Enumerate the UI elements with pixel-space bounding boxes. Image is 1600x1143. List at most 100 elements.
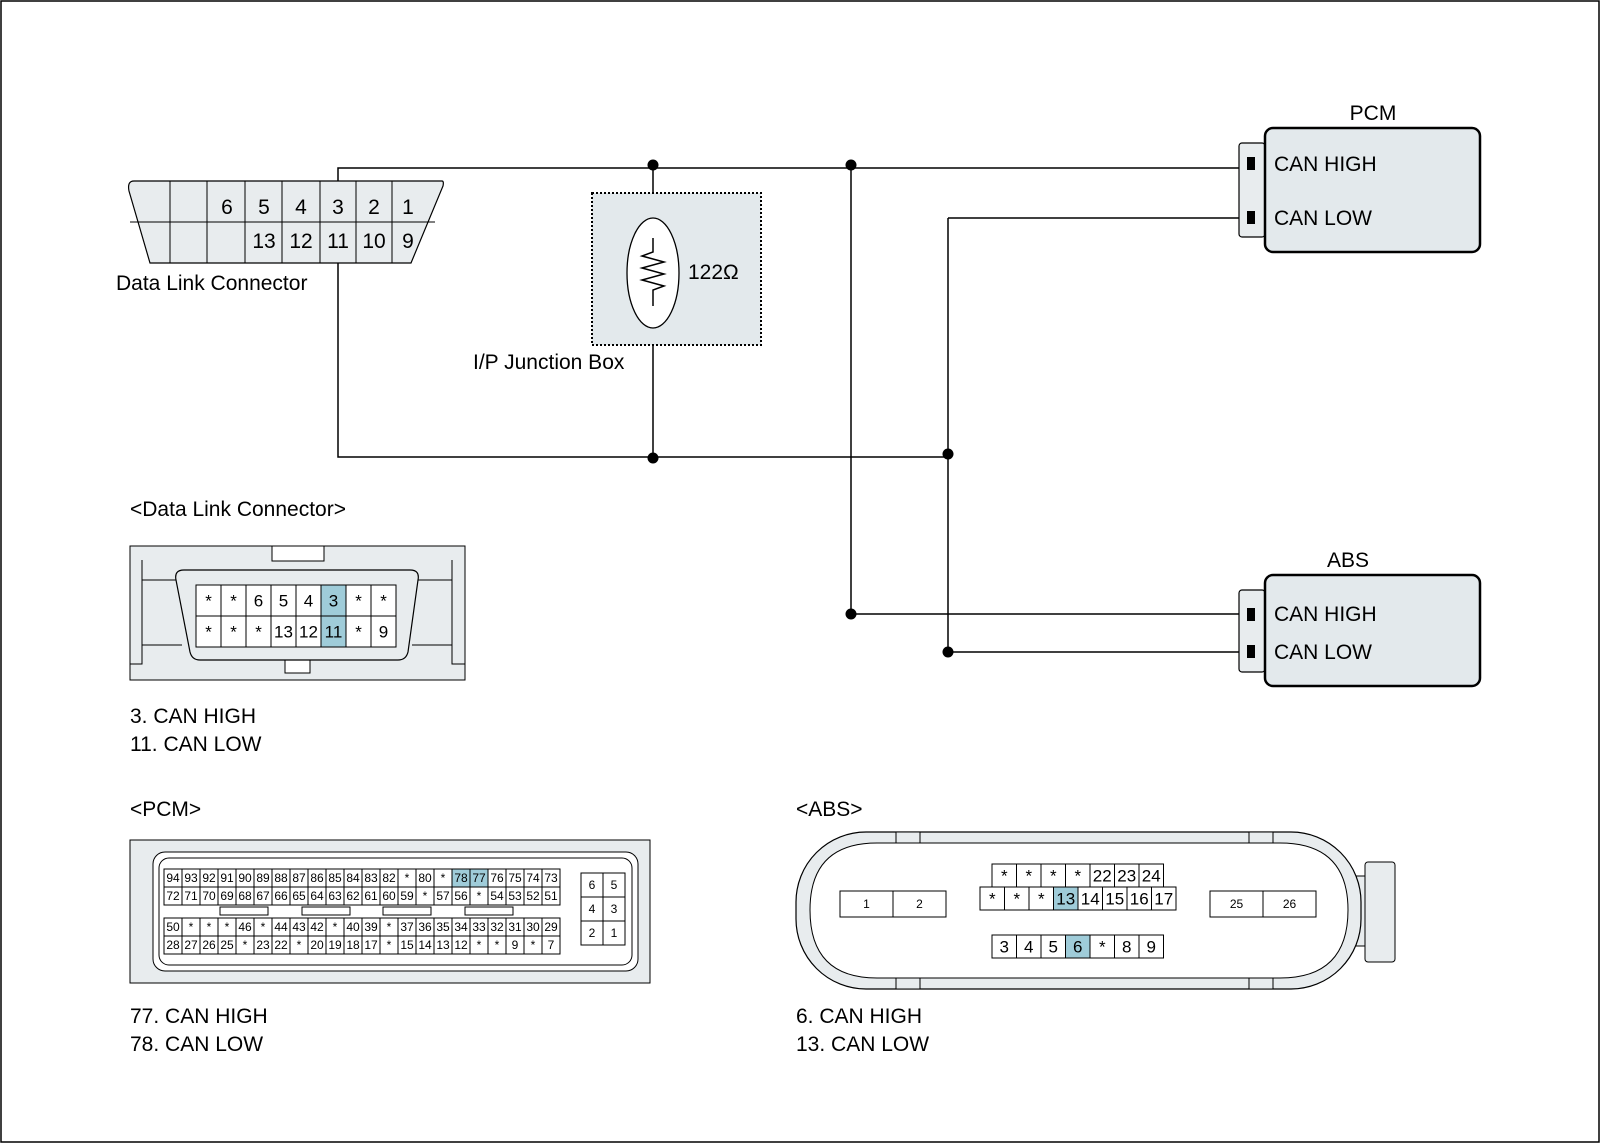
pcm-side-pin-label: 6 bbox=[589, 878, 596, 892]
pcm-view-pin-label: 12 bbox=[454, 938, 468, 952]
pcm-view-pin-label: 26 bbox=[202, 938, 216, 952]
dlc-view-pin-label: * bbox=[205, 623, 212, 642]
pcm-view-pin-label: * bbox=[261, 920, 266, 934]
pcm-view-pin-label: 67 bbox=[256, 889, 270, 903]
pcm-view-pin-label: 14 bbox=[418, 938, 432, 952]
abs-view-pin-label: 5 bbox=[1049, 938, 1058, 957]
junction-box-label: I/P Junction Box bbox=[473, 351, 625, 374]
dlc-pin-5: 5 bbox=[258, 196, 270, 219]
dlc-view-pin-label: * bbox=[355, 592, 362, 611]
pcm-view-pin-label: 64 bbox=[310, 889, 324, 903]
abs-view-pin-label: 15 bbox=[1105, 890, 1124, 909]
pcm-view-pin-label: * bbox=[495, 938, 500, 952]
pcm-view-pin-label: 20 bbox=[310, 938, 324, 952]
dlc-view-pin-label: 5 bbox=[279, 592, 288, 611]
pcm-view-pin-label: 82 bbox=[382, 871, 396, 885]
pcm-view-pin-label: * bbox=[189, 920, 194, 934]
pcm-view-pin-label: * bbox=[423, 889, 428, 903]
abs-view-pin-label: 25 bbox=[1230, 897, 1244, 911]
pcm-view-pin-label: 61 bbox=[364, 889, 378, 903]
abs-view-pin-cell bbox=[839, 890, 894, 918]
abs-title: ABS bbox=[1327, 549, 1369, 572]
pcm-view-pin-label: 89 bbox=[256, 871, 270, 885]
pcm-view-pin-label: 34 bbox=[454, 920, 468, 934]
abs-view-pin-label: * bbox=[1050, 867, 1057, 886]
abs-view-pin-cell bbox=[1151, 886, 1177, 911]
pcm-view-pin-label: 80 bbox=[418, 871, 432, 885]
abs-view-pin-cell bbox=[892, 890, 947, 918]
dlc-view-pin-label: 6 bbox=[254, 592, 263, 611]
pcm-view-pin-label: 44 bbox=[274, 920, 288, 934]
pcm-title: PCM bbox=[1350, 102, 1397, 125]
pcm-side-pin-label: 3 bbox=[611, 902, 618, 916]
abs-view-pin-label: * bbox=[1025, 867, 1032, 886]
dlc-pin-10: 10 bbox=[362, 230, 385, 253]
abs-note-2: 13. CAN LOW bbox=[796, 1033, 929, 1056]
dlc-pin-12: 12 bbox=[289, 230, 312, 253]
pcm-view-pin-label: 42 bbox=[310, 920, 324, 934]
pcm-view-pin-label: 62 bbox=[346, 889, 360, 903]
pcm-module bbox=[1238, 126, 1482, 254]
pcm-view-pin-label: * bbox=[387, 938, 392, 952]
dlc-pin-11: 11 bbox=[327, 230, 349, 253]
pcm-view-pin-label: 32 bbox=[490, 920, 504, 934]
resistor-value: 122Ω bbox=[688, 261, 739, 284]
dlc-view-pin-label: 13 bbox=[274, 623, 293, 642]
dlc-note-1: 3. CAN HIGH bbox=[130, 705, 256, 728]
dlc-view-pin-label: * bbox=[380, 592, 387, 611]
pcm-view-pin-label: 86 bbox=[310, 871, 324, 885]
pcm-view-pin-label: 7 bbox=[548, 938, 555, 952]
abs-view-pin-cell bbox=[1262, 890, 1317, 918]
dlc-view-pin-label: 3 bbox=[329, 592, 338, 611]
pcm-view-pin-label: * bbox=[405, 871, 410, 885]
pcm-view-pin-label: * bbox=[297, 938, 302, 952]
pcm-view-pin-label: * bbox=[333, 920, 338, 934]
abs-view-pin-label: 3 bbox=[1000, 938, 1009, 957]
dlc-pin-13: 13 bbox=[252, 230, 275, 253]
pcm-view-pin-label: 51 bbox=[544, 889, 558, 903]
pcm-view-pin-label: 43 bbox=[292, 920, 306, 934]
dlc-schematic: 6 5 4 3 2 1 13 12 11 10 9 bbox=[127, 180, 444, 264]
pcm-view-pin-label: 46 bbox=[238, 920, 252, 934]
dlc-label: Data Link Connector bbox=[116, 272, 307, 295]
pcm-side-pin-label: 4 bbox=[589, 902, 596, 916]
abs-view-pin-label: 24 bbox=[1142, 867, 1161, 886]
pcm-view-pin-label: 53 bbox=[508, 889, 522, 903]
dlc-pin-3: 3 bbox=[332, 196, 344, 219]
pcm-view-pin-label: 93 bbox=[184, 871, 198, 885]
pcm-side-pin-label: 1 bbox=[611, 926, 618, 940]
pcm-view-pin-label: 23 bbox=[256, 938, 270, 952]
abs-view-pin-label: * bbox=[989, 890, 996, 909]
dlc-view-pin-cell bbox=[370, 615, 397, 648]
pcm-view-pin-label: 71 bbox=[184, 889, 198, 903]
dlc-view-pin-cell bbox=[295, 615, 322, 648]
abs-module bbox=[1238, 573, 1482, 688]
pcm-side-pin-cell bbox=[602, 920, 626, 946]
pcm-view-pin-label: 19 bbox=[328, 938, 342, 952]
abs-view-pin-label: * bbox=[1074, 867, 1081, 886]
pcm-view-pin-label: 85 bbox=[328, 871, 342, 885]
dlc-view-pin-cell bbox=[295, 584, 322, 617]
pcm-view-pin-label: 22 bbox=[274, 938, 288, 952]
dlc-view-pin-cell bbox=[270, 615, 297, 648]
abs-view-pin-label: 8 bbox=[1122, 938, 1131, 957]
pcm-view-pin-label: * bbox=[477, 889, 482, 903]
dlc-view-pin-cell bbox=[345, 584, 372, 617]
dlc-view-pin-cell bbox=[195, 615, 222, 648]
pcm-view-pin-label: 54 bbox=[490, 889, 504, 903]
abs-view-pin-label: 26 bbox=[1283, 897, 1297, 911]
pcm-view-pin-label: 60 bbox=[382, 889, 396, 903]
pcm-view-pin-label: 31 bbox=[508, 920, 522, 934]
pcm-view-pin-cell bbox=[541, 886, 561, 906]
pcm-view-pin-label: 78 bbox=[454, 871, 468, 885]
pcm-note-2: 78. CAN LOW bbox=[130, 1033, 263, 1056]
pcm-view-pin-label: 83 bbox=[364, 871, 378, 885]
dlc-view-pin-cell bbox=[320, 615, 347, 648]
pcm-view-pin-label: 50 bbox=[166, 920, 180, 934]
pcm-view-pin-label: 29 bbox=[544, 920, 558, 934]
